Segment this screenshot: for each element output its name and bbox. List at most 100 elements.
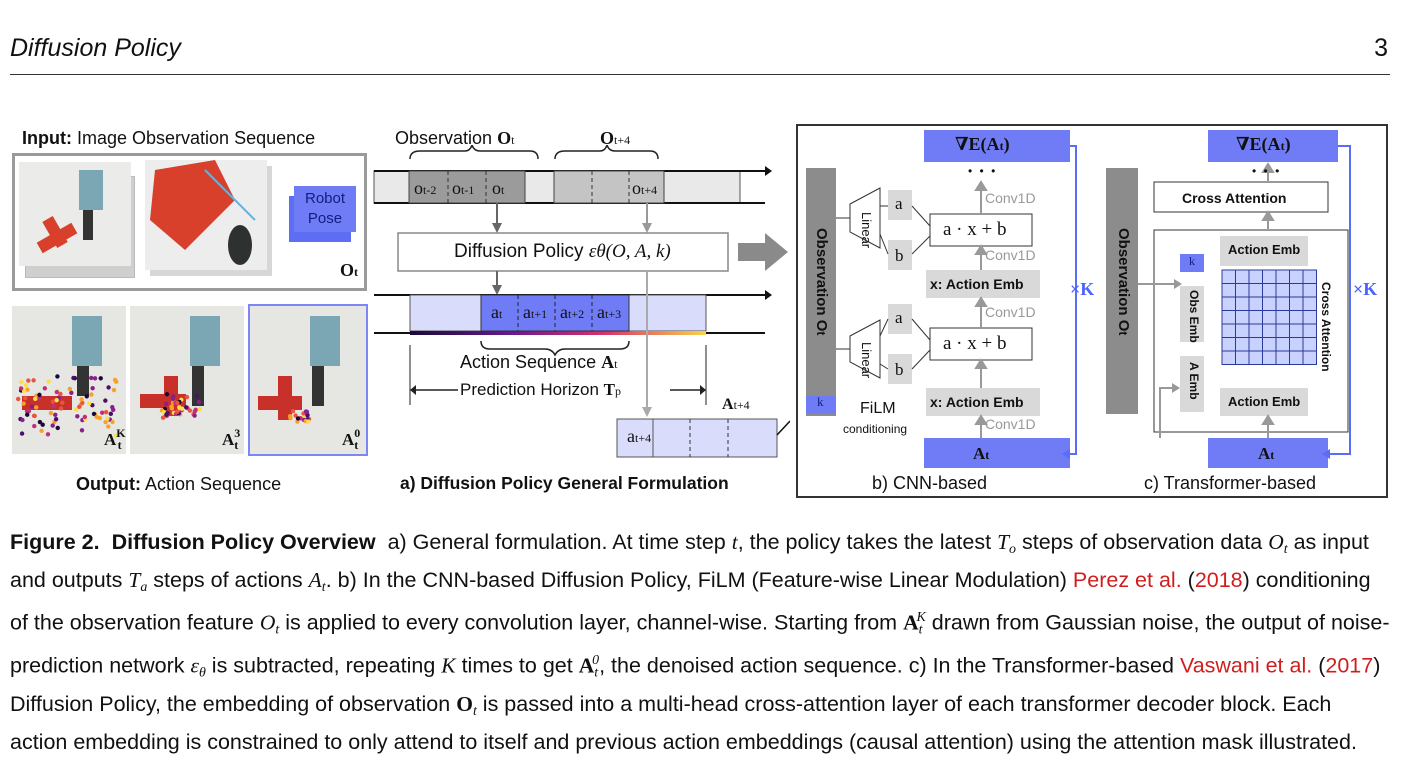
attention-mask-cell bbox=[1289, 296, 1304, 311]
future-action-label: At+4 bbox=[722, 396, 750, 413]
output-label-0: A0t bbox=[342, 426, 361, 452]
action-sequence-label: Action Sequence At bbox=[460, 352, 618, 372]
film-expr-2: a · x + b bbox=[943, 333, 1007, 354]
attention-mask-cell bbox=[1221, 269, 1236, 284]
action-sample-dot bbox=[160, 415, 166, 420]
obs-image-1 bbox=[19, 162, 131, 266]
conv1d-4: Conv1D bbox=[985, 416, 1036, 432]
citation-perez-year[interactable]: 2018 bbox=[1194, 568, 1243, 593]
action-sample-dot bbox=[192, 413, 197, 418]
action-sample-dot bbox=[19, 379, 24, 385]
panel-c-k: k bbox=[1189, 254, 1195, 268]
attention-mask-cell bbox=[1289, 283, 1304, 298]
panel-b-times-k: ×K bbox=[1070, 279, 1095, 299]
action-sample-dot bbox=[103, 398, 108, 403]
linear-2: Linear bbox=[859, 342, 874, 379]
panel-c-title: c) Transformer-based bbox=[1144, 473, 1317, 493]
panel-c-observation: Observation Ot bbox=[1115, 228, 1132, 336]
action-sample-dot bbox=[92, 376, 98, 381]
citation-perez[interactable]: Perez et al. bbox=[1072, 568, 1182, 593]
action-sample-dot bbox=[29, 404, 35, 409]
action-sample-dot bbox=[21, 388, 27, 394]
attention-mask-cell bbox=[1302, 337, 1317, 352]
x-action-emb-1: x: Action Emb bbox=[930, 276, 1024, 292]
action-sample-dot bbox=[108, 411, 114, 417]
obs-symbol: Ot bbox=[340, 260, 359, 280]
action-sample-dot bbox=[111, 387, 117, 393]
action-cell-t3: at+3 bbox=[597, 302, 622, 322]
attention-mask-cell bbox=[1248, 323, 1263, 338]
panel-b-k: k bbox=[817, 394, 824, 409]
action-sample-dot bbox=[69, 390, 74, 396]
action-sample-dot bbox=[105, 416, 110, 421]
attention-mask-cell bbox=[1248, 350, 1263, 365]
action-sample-dot bbox=[89, 375, 94, 381]
panel-a-title: a) Diffusion Policy General Formulation bbox=[400, 473, 729, 493]
citation-vaswani[interactable]: Vaswani et al. bbox=[1179, 653, 1313, 678]
action-sample-dot bbox=[51, 403, 56, 409]
attention-mask-cell bbox=[1275, 310, 1290, 325]
action-cell-t: at bbox=[491, 302, 503, 322]
input-label: Input: Image Observation Sequence bbox=[22, 128, 316, 148]
attention-mask-cell bbox=[1302, 283, 1317, 298]
action-sample-dot bbox=[164, 392, 170, 397]
attention-mask-cell bbox=[1235, 323, 1250, 338]
obs-cell-t-2: ot-2 bbox=[414, 178, 437, 198]
output-label-k: AKt bbox=[104, 426, 126, 452]
observation-label: Observation Ot bbox=[395, 128, 515, 148]
action-sample-dot bbox=[58, 391, 63, 397]
action-sample-dot bbox=[113, 433, 119, 438]
action-sample-dot bbox=[71, 375, 76, 381]
attention-mask-cell bbox=[1221, 323, 1236, 338]
attention-mask-cell bbox=[1262, 296, 1277, 311]
attention-mask-cell bbox=[1248, 337, 1263, 352]
attention-mask-cell bbox=[1262, 310, 1277, 325]
action-sample-dot bbox=[23, 382, 29, 388]
action-sample-dot bbox=[42, 386, 48, 391]
attention-mask-cell bbox=[1235, 350, 1250, 365]
diffusion-policy-box: Diffusion Policy εθ(O, A, k) bbox=[454, 241, 671, 262]
action-sample-dot bbox=[20, 417, 25, 423]
attention-mask-cell bbox=[1289, 323, 1304, 338]
action-sample-dot bbox=[293, 413, 298, 418]
action-sample-dot bbox=[305, 413, 310, 418]
action-sample-dot bbox=[187, 408, 193, 413]
attention-mask-cell bbox=[1302, 323, 1317, 338]
panel-b-title: b) CNN-based bbox=[872, 473, 988, 493]
action-sample-dot bbox=[106, 424, 111, 429]
panel-c-times-k: ×K bbox=[1353, 279, 1378, 299]
action-sample-dot bbox=[175, 400, 180, 406]
panel-b-grad: ∇E(At) bbox=[955, 134, 1010, 154]
attention-mask-cell bbox=[1248, 269, 1263, 284]
action-cell-t1: at+1 bbox=[523, 302, 548, 322]
action-sample-dot bbox=[197, 406, 203, 412]
action-sample-dot bbox=[110, 407, 116, 412]
conv1d-1: Conv1D bbox=[985, 190, 1036, 206]
action-sample-dot bbox=[39, 428, 44, 433]
attention-mask-cell bbox=[1275, 323, 1290, 338]
attention-mask-cell bbox=[1262, 269, 1277, 284]
attention-mask-cell bbox=[1221, 310, 1236, 325]
action-sample-dot bbox=[34, 405, 39, 410]
film-b-2: b bbox=[895, 360, 904, 379]
action-sample-dot bbox=[184, 394, 190, 400]
action-sample-dot bbox=[196, 399, 202, 405]
panel-c-at: At bbox=[1258, 444, 1275, 463]
action-sample-dot bbox=[192, 409, 197, 414]
action-sample-dot bbox=[21, 401, 26, 406]
action-sample-dot bbox=[33, 396, 38, 402]
output-image-0 bbox=[248, 304, 368, 456]
action-sample-dot bbox=[37, 392, 42, 398]
action-sample-dot bbox=[98, 376, 103, 381]
action-sample-dot bbox=[287, 413, 293, 419]
action-sample-dot bbox=[26, 378, 31, 383]
citation-vaswani-year[interactable]: 2017 bbox=[1325, 653, 1374, 678]
action-sample-dot bbox=[36, 396, 42, 401]
action-sample-dot bbox=[60, 400, 65, 405]
action-sample-dot bbox=[31, 413, 37, 419]
page-number: 3 bbox=[1374, 34, 1388, 62]
action-sample-dot bbox=[175, 409, 180, 414]
output-label-3: A3t bbox=[222, 426, 241, 452]
x-action-emb-2: x: Action Emb bbox=[930, 394, 1024, 410]
